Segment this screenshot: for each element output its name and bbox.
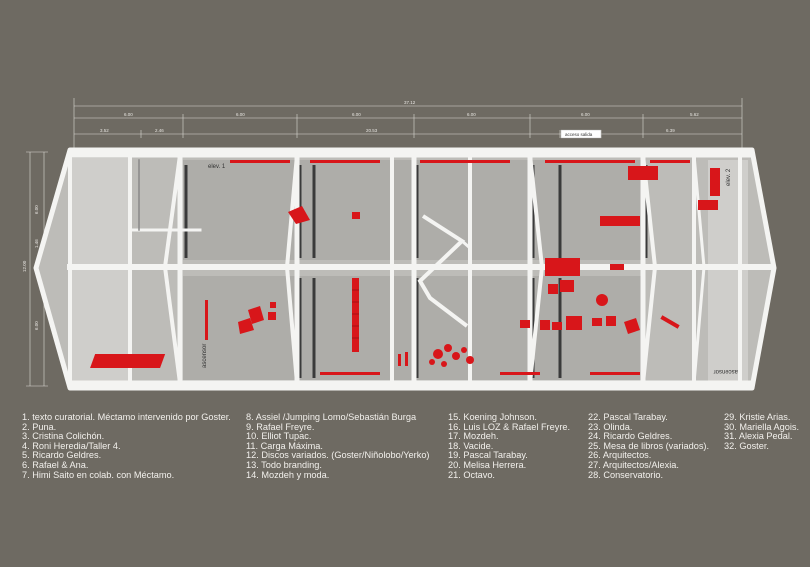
svg-text:3.52: 3.52 bbox=[100, 128, 109, 133]
legend-item: 16. Luis LOZ & Rafael Freyre. bbox=[448, 421, 571, 432]
svg-text:6.00: 6.00 bbox=[467, 112, 476, 117]
svg-text:6.00: 6.00 bbox=[236, 112, 245, 117]
legend-item: 22. Pascal Tarabay. bbox=[588, 412, 668, 422]
legend-item: 32. Goster. bbox=[724, 440, 769, 451]
legend-item: 4. Roni Heredia/Taller 4. bbox=[22, 440, 121, 451]
label-elev2: elev. 2 bbox=[726, 168, 732, 186]
legend-item: 30. Mariella Agois. bbox=[724, 421, 800, 432]
legend-item: 31. Alexia Pedal. bbox=[724, 431, 793, 442]
legend-item: 6. Rafael & Ana. bbox=[22, 459, 89, 470]
label-ascensor-bottom: ascensor bbox=[202, 344, 208, 368]
legend-item: 14. Mozdeh y moda. bbox=[246, 469, 330, 480]
legend-item: 5. Ricardo Geldres. bbox=[22, 450, 102, 461]
legend-item: 19. Pascal Tarabay. bbox=[448, 450, 528, 461]
label-elev1: elev. 1 bbox=[208, 164, 226, 170]
svg-text:6.00: 6.00 bbox=[352, 112, 361, 117]
legend-item: 9. Rafael Freyre. bbox=[246, 421, 315, 432]
svg-text:6.39: 6.39 bbox=[666, 128, 675, 133]
legend-item: 7. Himi Saito en colab. con Méctamo. bbox=[22, 469, 175, 480]
legend-col2: 8. Assiel /Jumping Lomo/Sebastián Burga … bbox=[246, 412, 430, 480]
legend-item: 1. texto curatorial. Méctamo intervenido… bbox=[22, 412, 231, 422]
legend-item: 29. Kristie Arias. bbox=[724, 412, 791, 422]
legend-item: 24. Ricardo Geldres. bbox=[588, 431, 673, 442]
dim-second-row: 3.52 2.46 20.53 acceso salida 6.39 bbox=[100, 128, 675, 137]
dim-top-row: 6.00 6.00 6.00 6.00 6.00 5.62 bbox=[124, 112, 699, 117]
legend-col3: 15. Koening Johnson. 16. Luis LOZ & Rafa… bbox=[448, 412, 571, 480]
legend-item: 21. Octavo. bbox=[448, 469, 495, 480]
dim-total: 37.12 bbox=[404, 100, 416, 105]
svg-text:6.00: 6.00 bbox=[581, 112, 590, 117]
legend-item: 28. Conservatorio. bbox=[588, 469, 664, 480]
svg-text:20.53: 20.53 bbox=[366, 128, 378, 133]
floor-plan: 37.12 6.00 6.00 6.00 6.00 6.00 5.62 3.52… bbox=[22, 98, 777, 391]
acceso-box bbox=[560, 129, 602, 139]
svg-text:1.46: 1.46 bbox=[34, 239, 39, 248]
legend-item: 11. Carga Máxima. bbox=[246, 440, 323, 451]
legend-item: 3. Cristina Colichón. bbox=[22, 431, 105, 442]
svg-text:6.00: 6.00 bbox=[34, 205, 39, 214]
svg-text:2.46: 2.46 bbox=[155, 128, 164, 133]
legend-item: 25. Mesa de libros (variados). bbox=[588, 440, 710, 451]
legend-item: 20. Melisa Herrera. bbox=[448, 459, 527, 470]
svg-text:6.00: 6.00 bbox=[34, 321, 39, 330]
svg-text:6.00: 6.00 bbox=[124, 112, 133, 117]
legend-col5: 29. Kristie Arias. 30. Mariella Agois. 3… bbox=[724, 412, 800, 451]
svg-text:acceso salida: acceso salida bbox=[565, 132, 593, 137]
legend-item: 23. Olinda. bbox=[588, 421, 633, 432]
dim-left: 6.00 1.46 12.00 6.00 bbox=[22, 205, 39, 330]
legend-item: 2. Puna. bbox=[22, 421, 57, 432]
legend-col1: 1. texto curatorial. Méctamo intervenido… bbox=[22, 412, 231, 480]
exhibits bbox=[90, 160, 720, 375]
legend-item: 18. Vacide. bbox=[448, 440, 494, 451]
legend-item: 13. Todo branding. bbox=[246, 459, 322, 470]
legend-item: 26. Arquitectos. bbox=[588, 450, 652, 461]
legend-col4: 22. Pascal Tarabay. 23. Olinda. 24. Rica… bbox=[588, 412, 710, 480]
legend-item: 27. Arquitectos/Alexia. bbox=[588, 459, 679, 470]
legend-item: 8. Assiel /Jumping Lomo/Sebastián Burga bbox=[246, 412, 417, 422]
structure bbox=[67, 150, 775, 389]
svg-text:5.62: 5.62 bbox=[690, 112, 699, 117]
svg-text:12.00: 12.00 bbox=[22, 260, 27, 272]
legend-item: 12. Discos variados. (Goster/Niñolobo/Ye… bbox=[246, 450, 430, 461]
zigzag-sculpture bbox=[417, 214, 469, 328]
legend-item: 15. Koening Johnson. bbox=[448, 412, 537, 422]
legend-item: 17. Mozdeh. bbox=[448, 431, 499, 442]
legend-item: 10. Elliot Tupac. bbox=[246, 431, 312, 442]
label-ascensor-right: ascensor bbox=[714, 368, 738, 374]
